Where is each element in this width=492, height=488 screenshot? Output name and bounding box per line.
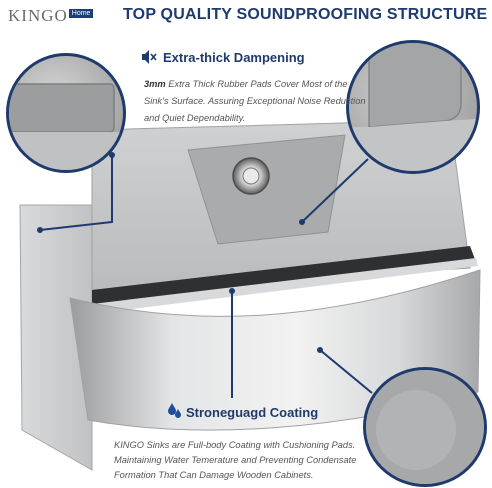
feature-coating-body: KINGO Sinks are Full-body Coating with C… (114, 440, 357, 480)
headline: TOP QUALITY SOUNDPROOFING STRUCTURE (123, 6, 488, 23)
brand-badge: Home (68, 8, 94, 18)
magnified-coating-circle (363, 367, 487, 487)
feature-dampening-title: Extra-thick Dampening (163, 50, 305, 65)
feature-dampening-body: 3mm Extra Thick Rubber Pads Cover Most o… (144, 76, 374, 127)
sink-left-flange (19, 204, 93, 471)
thickness-highlight: 3mm (144, 79, 166, 89)
brand-logo[interactable]: KINGO Home (8, 6, 94, 26)
feature-dampening-text: Extra Thick Rubber Pads Cover Most of th… (144, 79, 366, 123)
magnified-pad-corner-circle (346, 40, 480, 174)
water-drops-icon (168, 403, 181, 418)
rubber-pad (187, 134, 346, 245)
callout-line-right-bottom (319, 349, 373, 394)
brand-name: KINGO (8, 6, 68, 25)
callout-line-right-top (301, 158, 369, 223)
magnified-pad-edge-circle (6, 53, 126, 173)
callout-line-left (39, 155, 113, 231)
feature-coating-title: Stroneguagd Coating (186, 405, 319, 420)
speaker-mute-icon (142, 50, 157, 64)
